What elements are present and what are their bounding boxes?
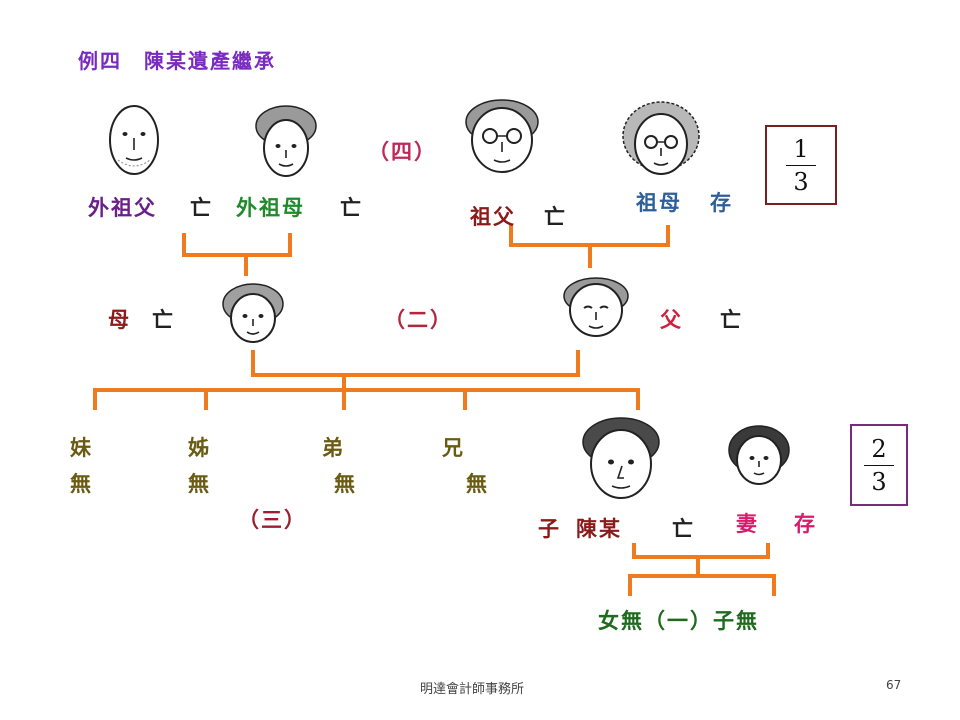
maternal-grandmother-label: 外祖母 bbox=[236, 195, 305, 220]
connector-couple bbox=[628, 543, 776, 596]
fraction-bar bbox=[786, 164, 816, 166]
page-number: 67 bbox=[886, 678, 902, 692]
maternal-grandmother-face bbox=[255, 105, 317, 177]
younger-brother-status: 無 bbox=[334, 471, 357, 496]
footer-firm-name: 明達會計師事務所 bbox=[420, 682, 525, 697]
grandmother-share-fraction: 1 3 bbox=[765, 125, 837, 205]
father-face bbox=[563, 277, 629, 337]
older-brother-status: 無 bbox=[466, 471, 489, 496]
decedent-face bbox=[582, 417, 660, 499]
wife-status: 存 bbox=[794, 511, 817, 536]
maternal-grandfather-label: 外祖父 bbox=[88, 195, 157, 220]
connector-maternal-grandparents bbox=[182, 233, 292, 276]
order-second: （二） bbox=[384, 307, 453, 332]
maternal-grandfather-face bbox=[109, 105, 159, 175]
connector-siblings bbox=[93, 388, 640, 410]
father-status: 亡 bbox=[720, 307, 743, 332]
younger-sister-status: 無 bbox=[70, 471, 93, 496]
older-sister-status: 無 bbox=[188, 471, 211, 496]
wife-share-fraction: 2 3 bbox=[850, 424, 908, 506]
mother-face bbox=[222, 283, 284, 343]
fraction-denominator: 3 bbox=[793, 167, 809, 196]
fraction-denominator: 3 bbox=[871, 467, 887, 496]
maternal-grandfather-status: 亡 bbox=[190, 195, 213, 220]
page-title: 例四 陳某遺產繼承 bbox=[78, 49, 276, 73]
mother-label: 母 bbox=[108, 307, 131, 332]
children-label: 女無（一）子無 bbox=[598, 608, 759, 633]
decedent-label: 陳某 bbox=[576, 516, 622, 541]
paternal-grandmother-status: 存 bbox=[710, 190, 733, 215]
fraction-numerator: 2 bbox=[871, 434, 887, 463]
fraction-numerator: 1 bbox=[793, 134, 809, 163]
father-label: 父 bbox=[660, 307, 683, 332]
maternal-grandmother-status: 亡 bbox=[340, 195, 363, 220]
younger-brother-label: 弟 bbox=[322, 435, 345, 460]
mother-status: 亡 bbox=[152, 307, 175, 332]
decedent-status: 亡 bbox=[672, 516, 695, 541]
older-sister-label: 姊 bbox=[188, 435, 211, 460]
paternal-grandfather-label: 祖父 bbox=[470, 204, 516, 229]
order-fourth: （四） bbox=[368, 139, 437, 164]
paternal-grandmother-label: 祖母 bbox=[636, 190, 682, 215]
fraction-bar bbox=[864, 464, 894, 466]
paternal-grandmother-face bbox=[622, 101, 700, 175]
paternal-grandfather-status: 亡 bbox=[544, 204, 567, 229]
connector-parents bbox=[251, 350, 580, 390]
son-prefix-label: 子 bbox=[538, 516, 561, 541]
younger-sister-label: 妹 bbox=[70, 435, 93, 460]
wife-label: 妻 bbox=[736, 511, 759, 536]
wife-face bbox=[728, 425, 790, 485]
older-brother-label: 兄 bbox=[442, 435, 465, 460]
order-third: （三） bbox=[238, 507, 307, 532]
paternal-grandfather-face bbox=[465, 99, 539, 173]
connector-paternal-grandparents bbox=[509, 225, 670, 268]
